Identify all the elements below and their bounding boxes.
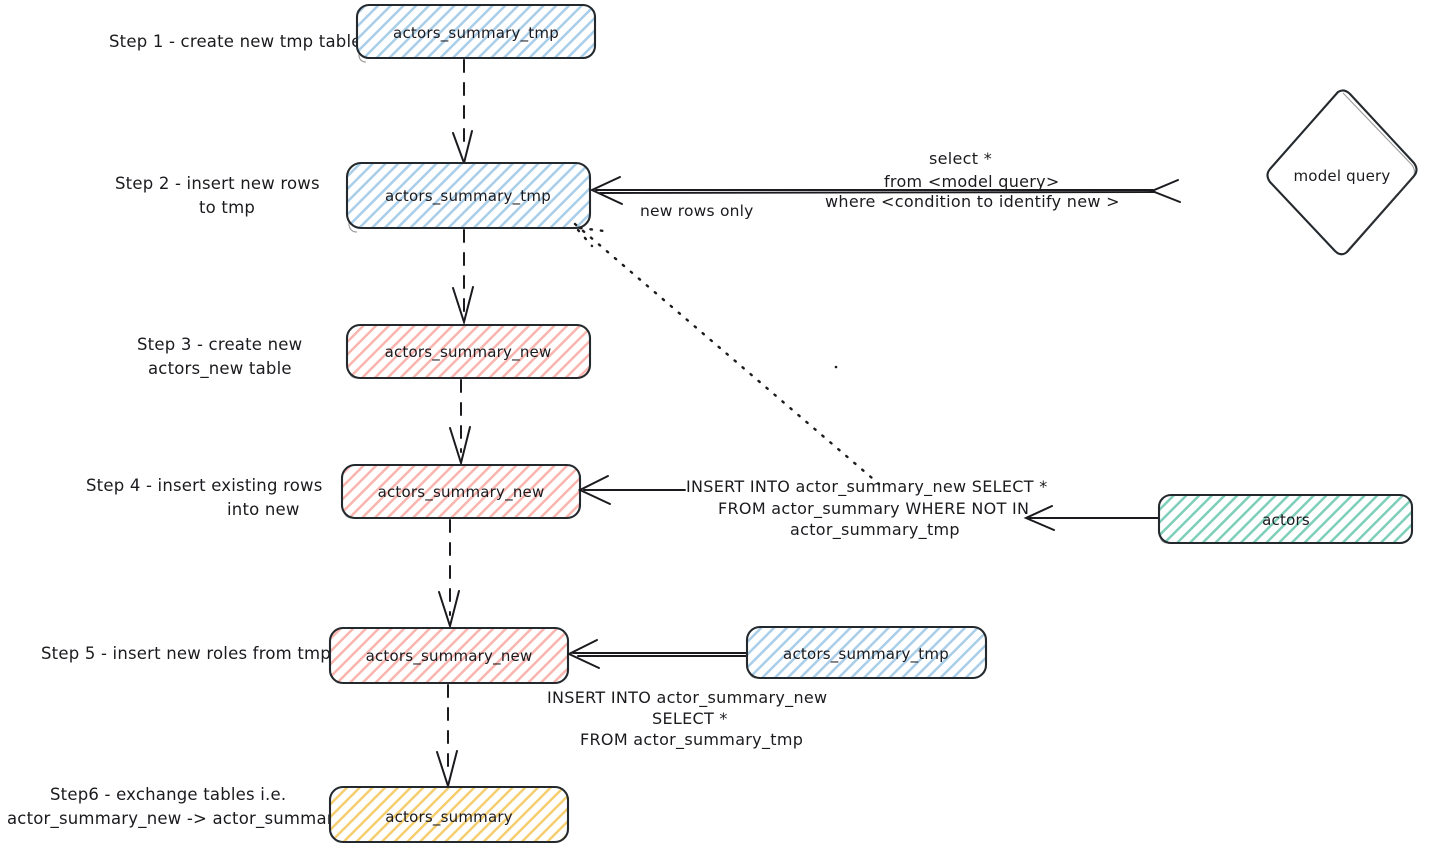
node-new-5[interactable]: actors_summary_new [328,626,570,685]
edge-tmp2-to-new4-dotted [573,222,881,486]
edge-actors-to-new4 [577,475,1160,531]
node-tmp-5[interactable]: actors_summary_tmp [745,625,988,680]
node-actors-label: actors [1262,511,1310,529]
step3-label-line1: Step 3 - create new [137,335,302,354]
edge-tmp5-to-new5 [566,639,751,669]
node-tmp-2-outline [345,161,592,230]
node-summary-6-label: actors_summary [385,808,513,827]
insert-new-roles-sql-line1: INSERT INTO actor_summary_new [547,688,827,708]
model-query-sql-line3: where <condition to identify new > [825,192,1120,211]
step2-label-line2: to tmp [199,198,255,217]
node-tmp-2[interactable]: actors_summary_tmp [345,161,592,233]
edge-label-new-rows-only: new rows only [640,202,754,220]
step3-label-line2: actors_new table [148,359,292,379]
insert-new-roles-sql-line2: SELECT * [652,709,728,728]
node-new-4-label: actors_summary_new [378,483,545,502]
node-new-5-fill [330,628,568,683]
step6-label-line2: actor_summary_new -> actor_summary [7,809,344,829]
node-actors-fill [1159,495,1412,543]
edge-step1-step2 [452,59,473,167]
node-tmp-5-outline [745,625,988,680]
node-new-4[interactable]: actors_summary_new [340,463,582,520]
node-model-query-label: model query [1294,167,1391,185]
model-query-sql-line2: from <model query> [884,172,1060,191]
stray-mark [834,365,838,369]
node-tmp-1[interactable]: actors_summary_tmp [355,3,597,63]
node-new-3-outline [345,323,592,380]
insert-new-roles-sql-line3: FROM actor_summary_tmp [580,730,803,750]
step1-label: Step 1 - create new tmp table [109,32,362,51]
node-new-3-label: actors_summary_new [385,343,552,362]
step4-label-line2: into new [227,500,300,519]
node-new-4-outline [340,463,582,520]
node-model-query[interactable]: model query [1266,89,1418,256]
edge-step3-step4 [449,379,471,467]
node-tmp-1-outline [355,3,597,60]
model-query-sql-line1: select * [929,149,992,168]
edge-step4-step5 [438,519,460,630]
node-tmp-2-label: actors_summary_tmp [385,187,551,206]
node-new-3-fill [347,325,590,378]
node-summary-6-fill [330,787,568,842]
node-new-5-outline [328,626,570,685]
node-summary-6-outline [328,785,570,844]
insert-existing-sql-line3: actor_summary_tmp [790,520,960,540]
node-actors-outline [1157,493,1414,545]
node-tmp-1-label: actors_summary_tmp [393,24,559,43]
insert-existing-sql-line1: INSERT INTO actor_summary_new SELECT * [686,477,1048,497]
node-actors[interactable]: actors [1157,493,1414,545]
edge-model-query-to-tmp2 [589,176,1181,205]
step2-label-line1: Step 2 - insert new rows [115,174,320,193]
node-new-3[interactable]: actors_summary_new [345,323,592,380]
node-new-4-fill [342,465,580,518]
node-summary-6[interactable]: actors_summary [328,785,570,844]
edge-step5-step6 [436,684,458,790]
step6-label-line1: Step6 - exchange tables i.e. [50,785,286,804]
insert-existing-sql-line2: FROM actor_summary WHERE NOT IN [718,499,1029,519]
node-new-5-label: actors_summary_new [366,647,533,666]
step4-label-line1: Step 4 - insert existing rows [86,476,323,495]
node-tmp-2-fill [347,163,590,228]
edge-step2-step3 [452,229,474,326]
node-tmp-5-fill [747,627,986,678]
step5-label: Step 5 - insert new roles from tmp [41,644,331,663]
node-tmp-5-label: actors_summary_tmp [783,645,949,664]
node-tmp-1-fill [357,5,595,58]
